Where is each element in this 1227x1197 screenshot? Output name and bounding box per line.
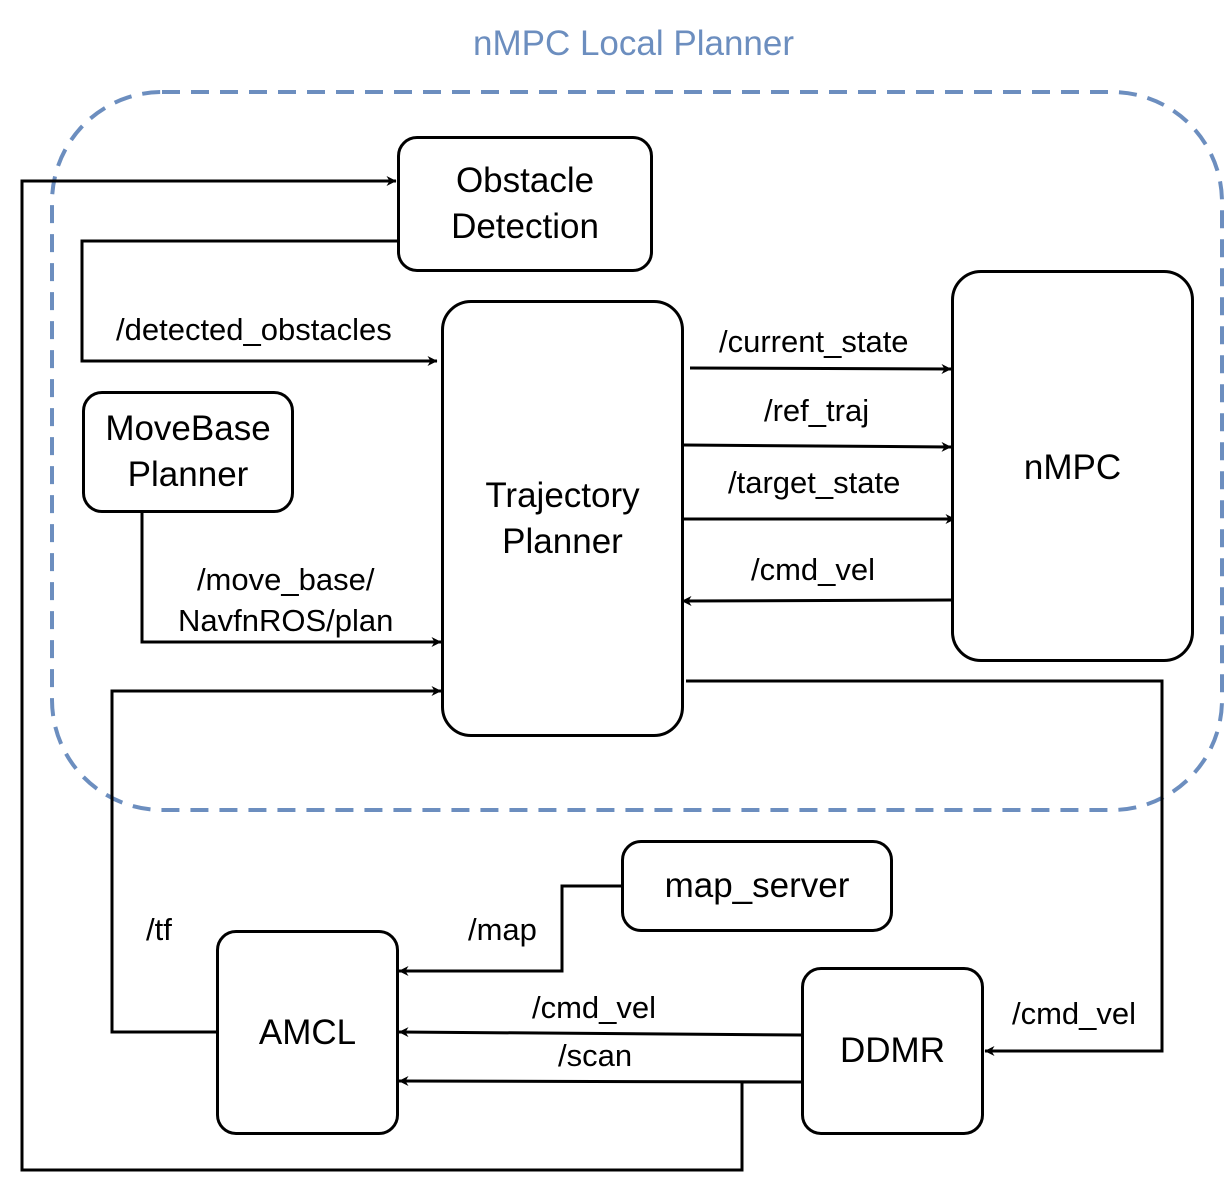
edge-detected-obstacles	[80, 239, 438, 366]
node-map-server[interactable]: map_server	[621, 840, 893, 932]
label-ref-traj: /ref_traj	[764, 393, 870, 428]
node-obstacle-detection[interactable]: Obstacle Detection	[397, 136, 653, 272]
group-title: nMPC Local Planner	[473, 24, 794, 63]
local-planner-group-border	[50, 90, 1224, 812]
edge-current-state	[689, 363, 952, 374]
node-amcl[interactable]: AMCL	[216, 930, 399, 1135]
edge-tf	[110, 686, 442, 1034]
label-target-state: /target_state	[728, 465, 901, 500]
label-scan: /scan	[558, 1038, 633, 1073]
edge-cmd-vel-nmpc	[681, 595, 953, 606]
label-tf: /tf	[146, 912, 172, 947]
label-movebase-plan: /move_base/ NavfnROS/plan	[178, 562, 394, 638]
edge-ref-traj	[683, 441, 952, 452]
node-nmpc[interactable]: nMPC	[951, 270, 1194, 662]
node-ddmr[interactable]: DDMR	[801, 967, 984, 1135]
label-cmd-vel-ddmr: /cmd_vel	[1012, 996, 1137, 1031]
node-movebase-planner[interactable]: MoveBase Planner	[82, 391, 294, 513]
label-cmd-vel-amcl: /cmd_vel	[532, 990, 657, 1025]
edge-map	[398, 884, 622, 976]
label-detected-obstacles: /detected_obstacles	[116, 312, 392, 347]
edge-cmd-vel-ddmr	[686, 679, 1164, 1056]
label-map: /map	[468, 912, 537, 947]
label-cmd-vel-nmpc: /cmd_vel	[751, 552, 876, 587]
label-current-state: /current_state	[719, 324, 909, 359]
node-trajectory-planner[interactable]: Trajectory Planner	[441, 300, 684, 737]
edge-movebase-plan	[140, 512, 442, 647]
edge-cmd-vel-amcl	[398, 1027, 803, 1038]
edge-scan	[398, 1076, 803, 1087]
